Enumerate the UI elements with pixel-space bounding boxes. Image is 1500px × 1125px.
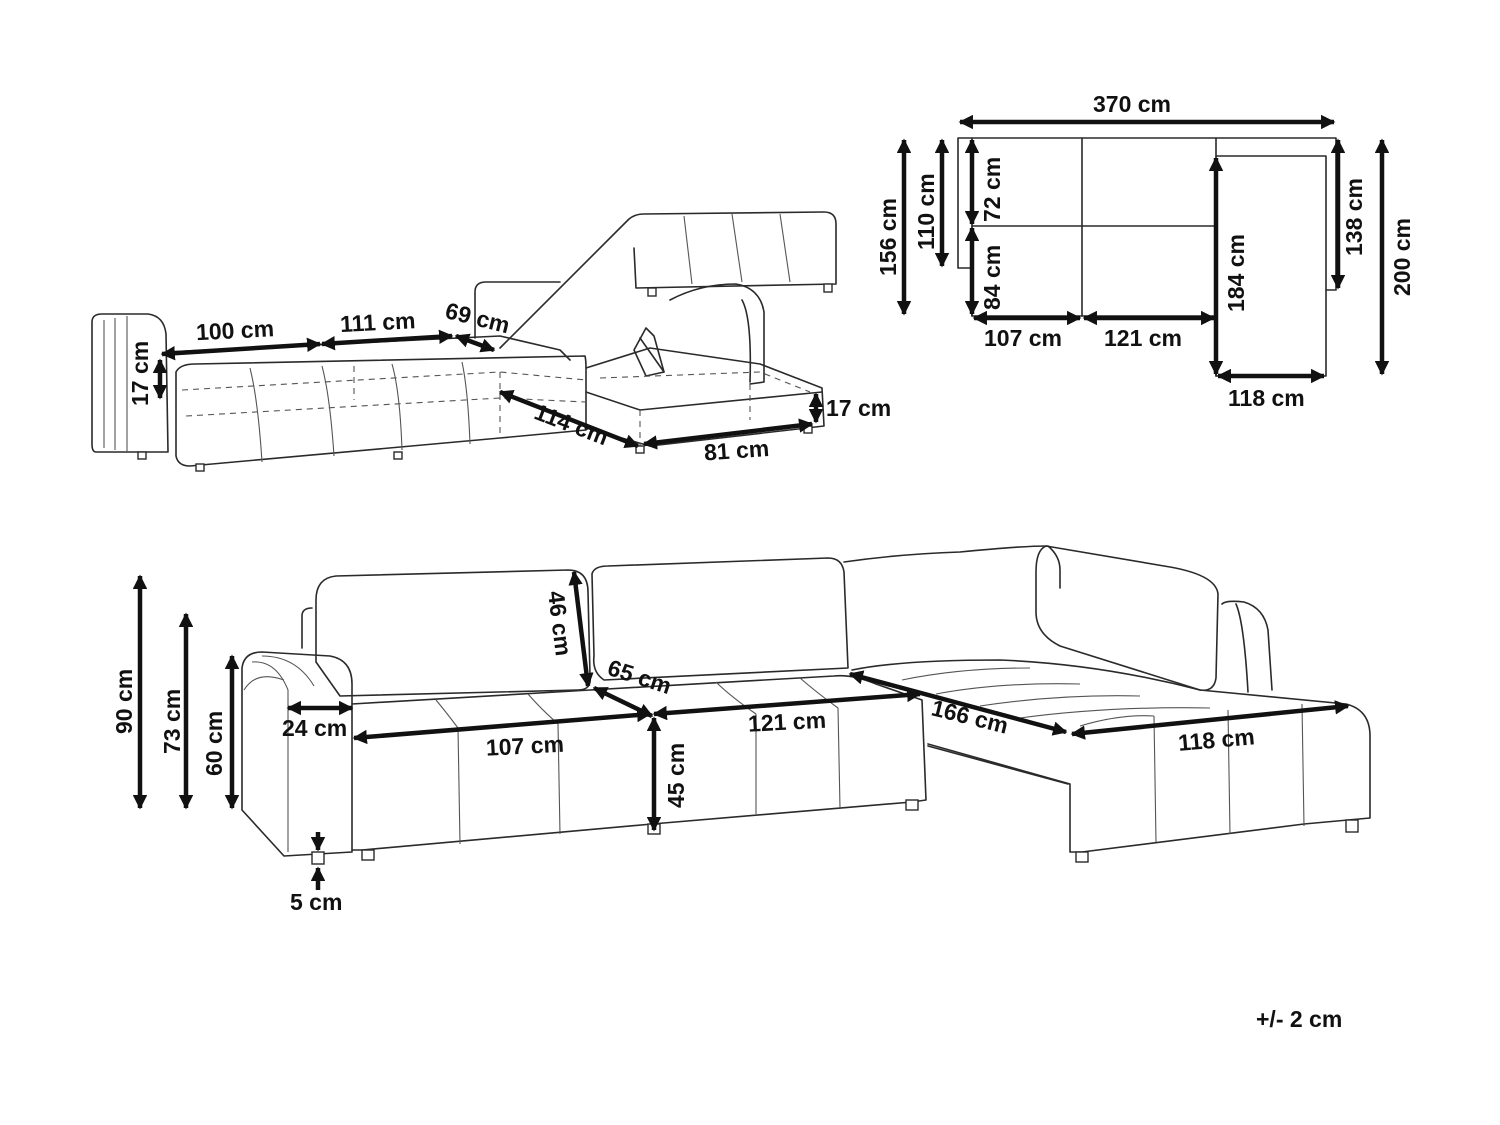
label-121-front: 121 cm — [747, 707, 826, 737]
label-45: 45 cm — [663, 743, 689, 808]
label-156: 156 cm — [875, 198, 901, 276]
label-118-front: 118 cm — [1177, 723, 1256, 756]
label-73: 73 cm — [159, 689, 185, 754]
label-69: 69 cm — [443, 297, 513, 338]
label-107-top: 107 cm — [984, 325, 1062, 351]
label-5: 5 cm — [290, 889, 342, 915]
label-46: 46 cm — [543, 589, 577, 657]
storage-view-labels: 100 cm 111 cm 69 cm 17 cm 114 cm 81 cm 1… — [127, 297, 891, 465]
label-114: 114 cm — [531, 398, 612, 450]
front-view-labels: 90 cm 73 cm 60 cm 46 cm 65 cm 24 cm 107 … — [111, 589, 1256, 915]
label-17-left: 17 cm — [127, 341, 153, 406]
label-17-right: 17 cm — [826, 395, 891, 421]
label-60: 60 cm — [201, 711, 227, 776]
label-107-front: 107 cm — [485, 731, 564, 761]
label-184: 184 cm — [1223, 234, 1249, 312]
label-111: 111 cm — [339, 307, 416, 337]
label-65: 65 cm — [605, 654, 675, 699]
label-90: 90 cm — [111, 669, 137, 734]
tolerance-note: +/- 2 cm — [1256, 1006, 1342, 1032]
label-370: 370 cm — [1093, 91, 1171, 117]
label-121-top: 121 cm — [1104, 325, 1182, 351]
label-138: 138 cm — [1341, 178, 1367, 256]
label-100: 100 cm — [195, 315, 274, 345]
label-81: 81 cm — [703, 435, 770, 465]
front-view-dimensions — [132, 570, 1350, 890]
top-view-labels: 370 cm 156 cm 110 cm 72 cm 84 cm 107 cm … — [875, 91, 1415, 411]
label-200: 200 cm — [1389, 218, 1415, 296]
label-166: 166 cm — [929, 695, 1011, 739]
label-110: 110 cm — [913, 173, 939, 250]
label-72: 72 cm — [979, 157, 1005, 222]
front-view-drawing — [241, 545, 1371, 865]
label-24: 24 cm — [282, 715, 347, 741]
storage-view-dimensions — [152, 329, 824, 450]
label-118-top: 118 cm — [1228, 385, 1305, 411]
storage-view-drawing — [91, 211, 837, 472]
label-84: 84 cm — [979, 245, 1005, 310]
top-view-dimensions — [896, 114, 1390, 384]
